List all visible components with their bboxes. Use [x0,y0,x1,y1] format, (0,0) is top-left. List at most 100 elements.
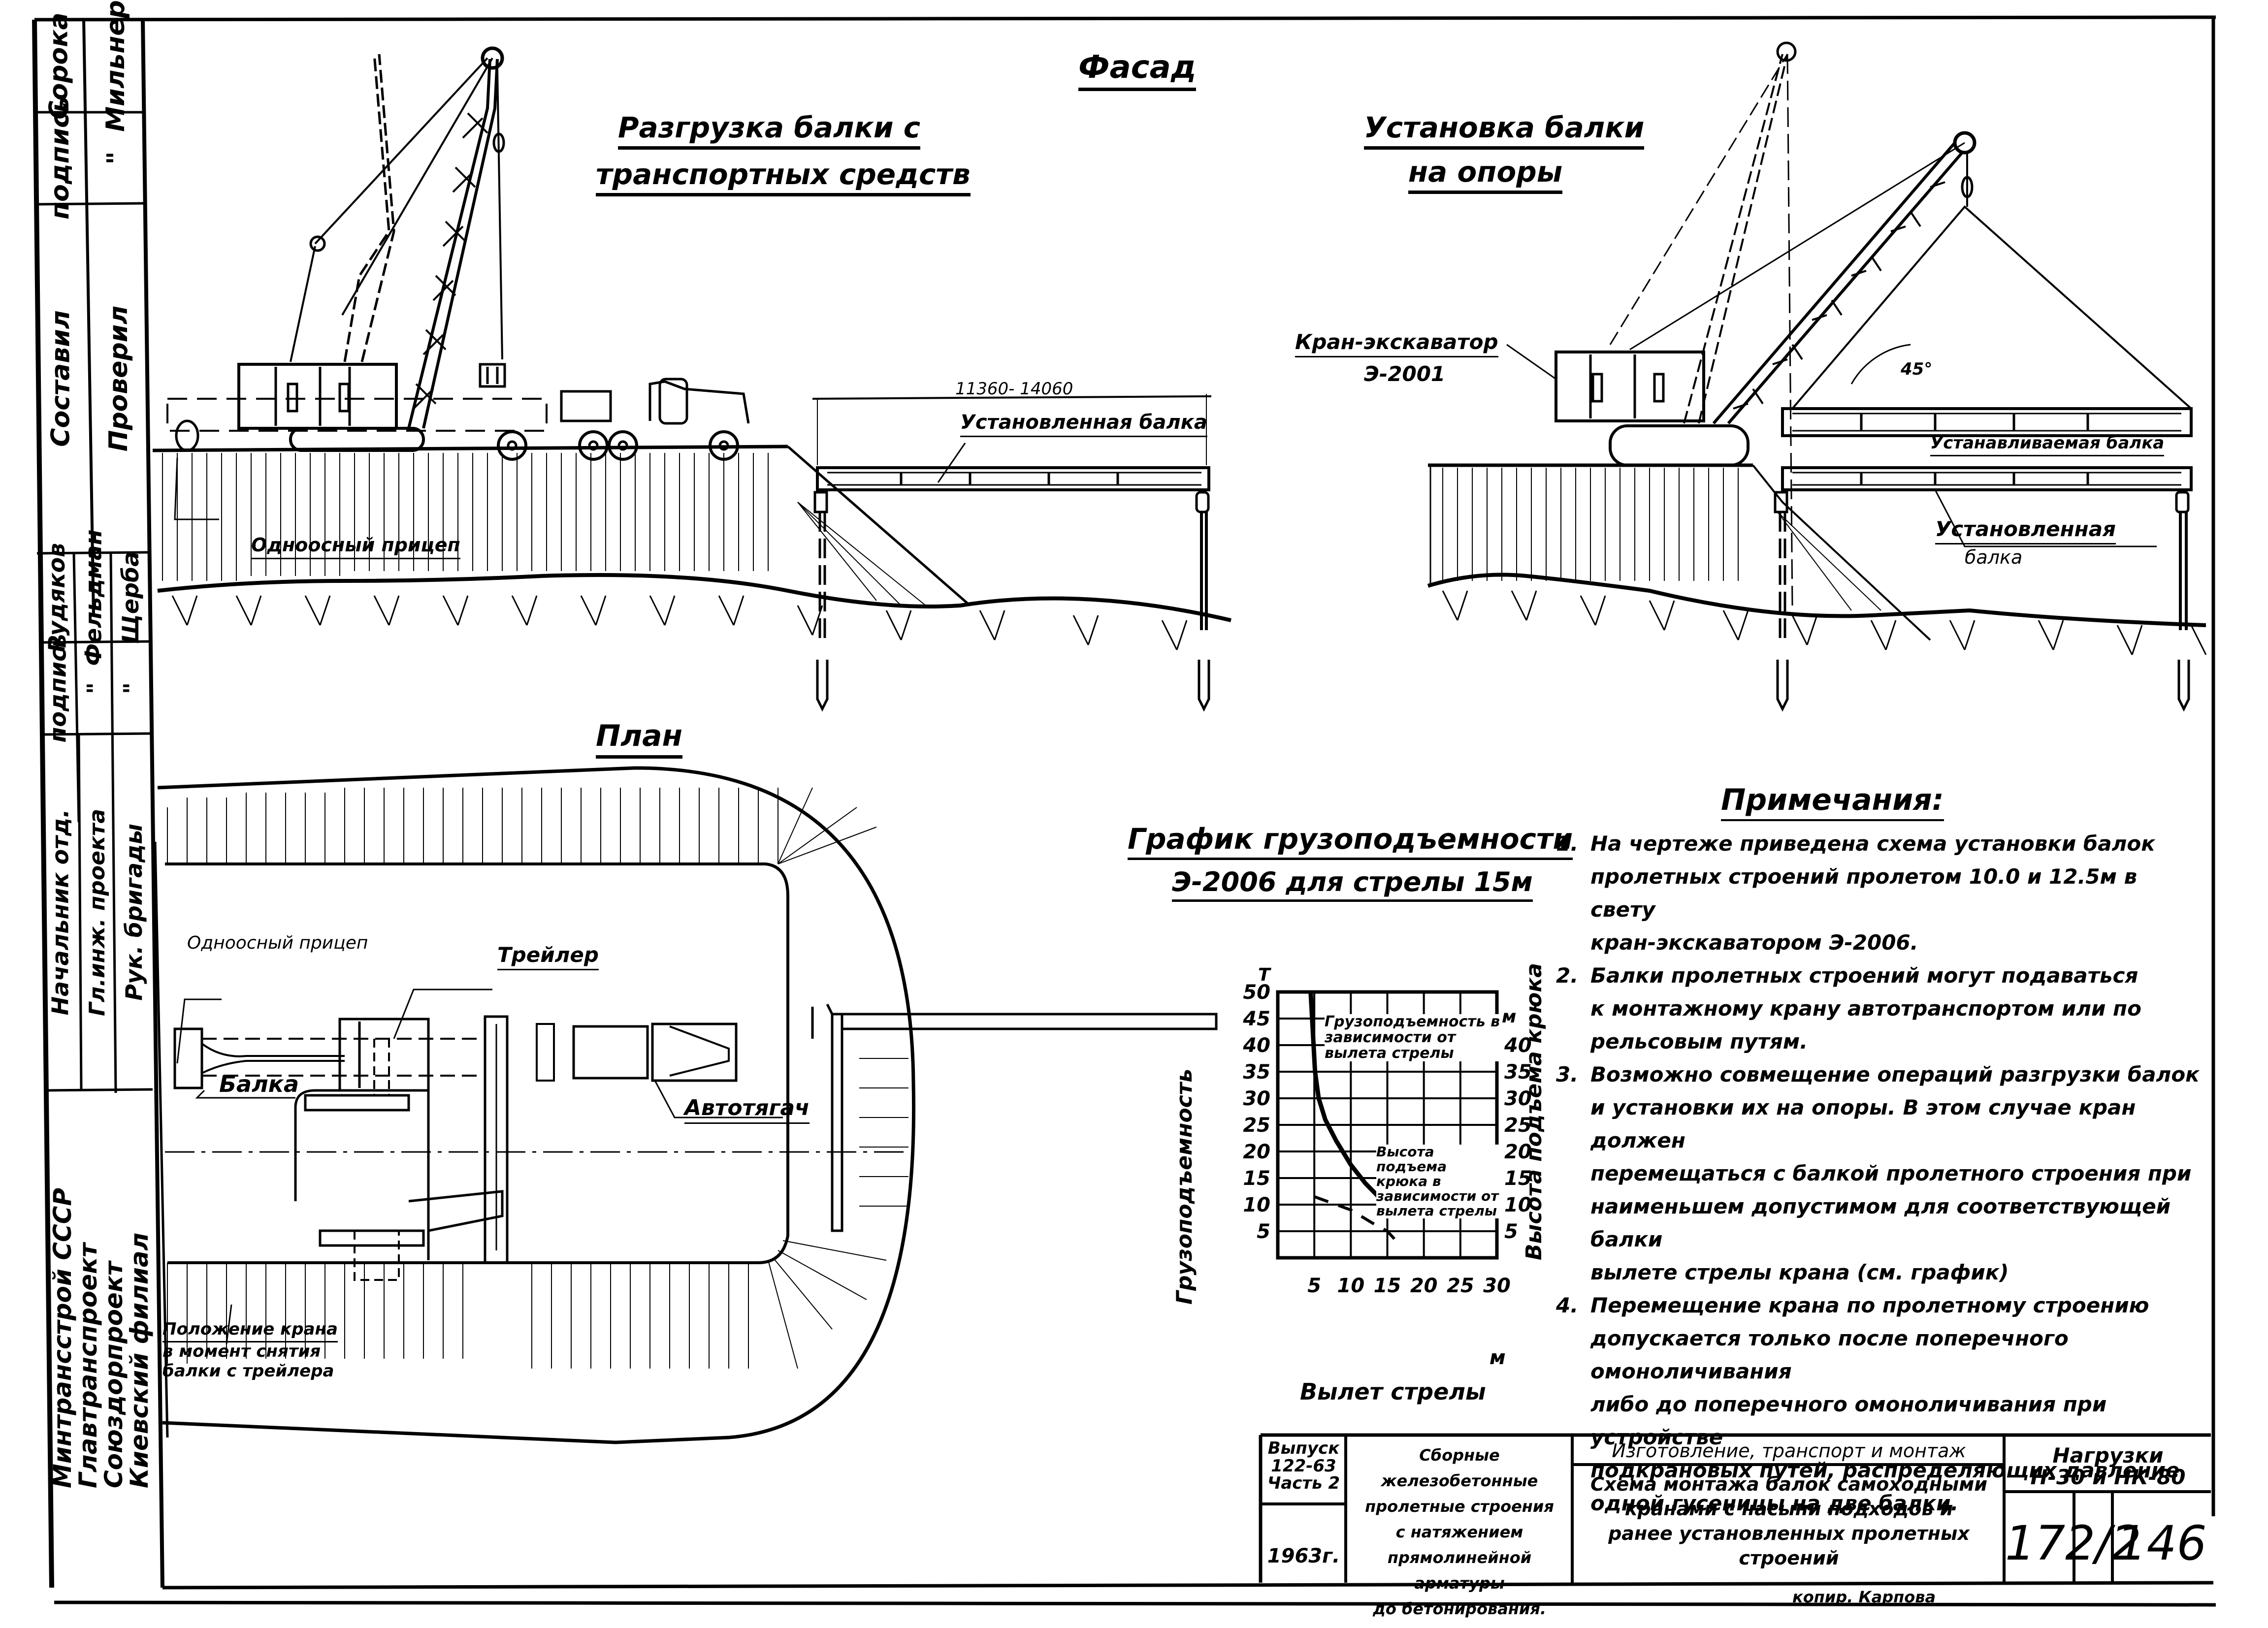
y-right-tick-label: 10 [1504,1194,1532,1216]
series-title-line: прямолинейной арматуры [1387,1548,1532,1593]
x-tick-label: 10 [1337,1275,1364,1297]
note-text: Возможно совмещение операций разгрузки б… [1590,1058,2206,1289]
loads-value: Н-30 и НК-80 [2030,1465,2186,1490]
series-annotation-capacity: Грузоподъемность в зависимости от вылета… [1325,1014,1502,1061]
sheet-title-line: кранами с насыпи подходов и [1624,1498,1953,1520]
y-left-tick-label: 20 [1243,1141,1270,1163]
facade-left-title-line2: транспортных средств [596,158,971,196]
note-line: либо до поперечного омоноличивания при у… [1590,1392,2107,1449]
series-annotation-hook-height: Высота подъема крюка в зависимости от вы… [1376,1144,1499,1219]
plan-crane-position-label-2: в момент снятия [162,1341,321,1361]
note-line: подкрановых путей, распределяющих давлен… [1590,1458,2180,1482]
sheet-title-line: Схема монтажа балок самоходными [1590,1473,1987,1495]
crane-excavator-label: Кран-экскаватор [1295,330,1498,357]
installed-beam-label: Установленная балка [960,411,1207,437]
crane-excavator-model: Э-2001 [1364,362,1446,386]
y-left-tick-label: 30 [1243,1087,1270,1110]
x-tick-label: 30 [1483,1275,1511,1297]
installed-beam-right-label: Установленная [1935,517,2116,544]
note-line: Балки пролетных строений могут подаватьс… [1590,963,2138,988]
plan-crane-position-label-1: Положение крана [162,1319,338,1342]
y-right-tick-label: 5 [1504,1220,1518,1243]
loads: Нагрузки Н-30 и НК-80 [2007,1443,2209,1490]
y-right-tick-label: 20 [1504,1141,1532,1163]
note-text: Перемещение крана по пролетному строению… [1590,1289,2206,1520]
x-tick-label: 15 [1374,1275,1401,1297]
plan-trailer-axle-label: Одноосный прицеп [187,933,368,953]
x-tick-label: 5 [1307,1275,1321,1297]
beam-being-installed-label: Устанавливаемая балка [1930,433,2165,456]
y-left-unit: Т [1258,965,1270,985]
copied-by: копир. Карпова [1792,1588,1936,1606]
note-item: 4.Перемещение крана по пролетному строен… [1556,1289,2206,1520]
notes-list: 1. На чертеже приведена схема установки б… [1556,827,2206,1520]
note-number: 3. [1556,1062,1579,1086]
series-hook-height-line [1314,1195,1396,1241]
note-line: к монтажному крану автотранспортом или п… [1590,996,2141,1021]
chart-title-line2: Э-2006 для стрелы 15м [1172,866,1533,902]
y-right-unit: м [1502,1007,1517,1027]
plan-crane-position-label-3: балки с трейлера [162,1361,334,1381]
y-left-tick-label: 45 [1242,1008,1270,1030]
y-right-tick-label: 15 [1504,1167,1532,1190]
y-right-tick-label: 25 [1504,1114,1532,1137]
note-line: одной гусеницы на две балки. [1590,1491,1959,1515]
sheet-title-line: ранее установленных пролетных [1608,1523,1970,1544]
note-line: наименьшем допустимом для соответствующе… [1590,1194,2171,1251]
notes-heading: Примечания: [1721,783,1944,821]
y-left-tick-label: 10 [1243,1194,1270,1216]
x-unit: м [1490,1346,1506,1369]
installed-beam-right-label-2: балка [1965,546,2023,568]
note-text: На чертеже приведена схема установки бал… [1590,827,2206,959]
y-right-tick-label: 30 [1504,1087,1532,1110]
note-line: допускается только после поперечного омо… [1590,1326,2069,1383]
y-right-tick-label: 35 [1504,1061,1532,1084]
y-left-tick-label: 40 [1242,1034,1270,1057]
facade-right-title-line1: Установка балки [1364,111,1645,150]
y-right-tick-label: 40 [1504,1034,1532,1057]
note-line: рельсовым путям. [1590,1029,1808,1053]
series-title-line: до бетонирования. [1372,1599,1547,1618]
sheet-title: Схема монтажа балок самоходными кранами … [1575,1472,2003,1570]
facade-right-title-line2: на опоры [1408,155,1563,194]
page-number: 146 [2116,1516,2207,1571]
note-number: 1. [1556,831,1579,856]
note-line: и установки их на опоры. В этом случае к… [1590,1095,2136,1152]
loads-label: Нагрузки [2052,1443,2164,1468]
series-title-line: с натяжением [1395,1523,1523,1541]
section-title: Изготовление, транспорт и монтаж [1612,1440,1966,1462]
issue-part: Часть 2 [1267,1473,1340,1494]
note-number: 2. [1556,963,1579,988]
note-line: перемещаться с балкой пролетного строени… [1590,1161,2192,1185]
series-title: Сборные железобетонные пролетные строени… [1348,1442,1571,1622]
note-line: пролетных строений пролетом 10.0 и 12.5м… [1590,864,2138,922]
year: 1963г. [1267,1545,1340,1567]
note-line: кран-экскаватором Э-2006. [1590,930,1918,955]
facade-heading: Фасад [1078,49,1197,91]
issue-number: 122-63 [1271,1456,1336,1476]
y-left-tick-label: 5 [1257,1220,1270,1243]
plan-trailer-label: Трейлер [497,943,599,970]
note-line: вылете стрелы крана (см. график) [1590,1260,2009,1284]
plan-beam-label: Балка [219,1071,299,1097]
chart-title-line1: График грузоподъемности [1128,822,1573,860]
issue-info: Выпуск 122-63 Часть 2 [1263,1439,1344,1494]
note-line: Перемещение крана по пролетному строению [1590,1293,2149,1317]
facade-left-title-line1: Разгрузка балки с [618,111,921,150]
series-title-line: Сборные железобетонные [1381,1446,1538,1490]
angle-label: 45° [1901,359,1933,379]
x-tick-label: 20 [1410,1275,1438,1297]
sheet-number: 172/2 [2005,1516,2141,1571]
y-left-tick-label: 25 [1243,1114,1270,1137]
sheet-title-line: строений [1739,1547,1839,1569]
note-item: 3. Возможно совмещение операций разгрузки… [1556,1058,2206,1289]
note-text: Балки пролетных строений могут подаватьс… [1590,959,2141,1058]
single-axle-trailer-label: Одноосный прицеп [251,534,460,559]
series-capacity-line [1308,991,1389,1207]
